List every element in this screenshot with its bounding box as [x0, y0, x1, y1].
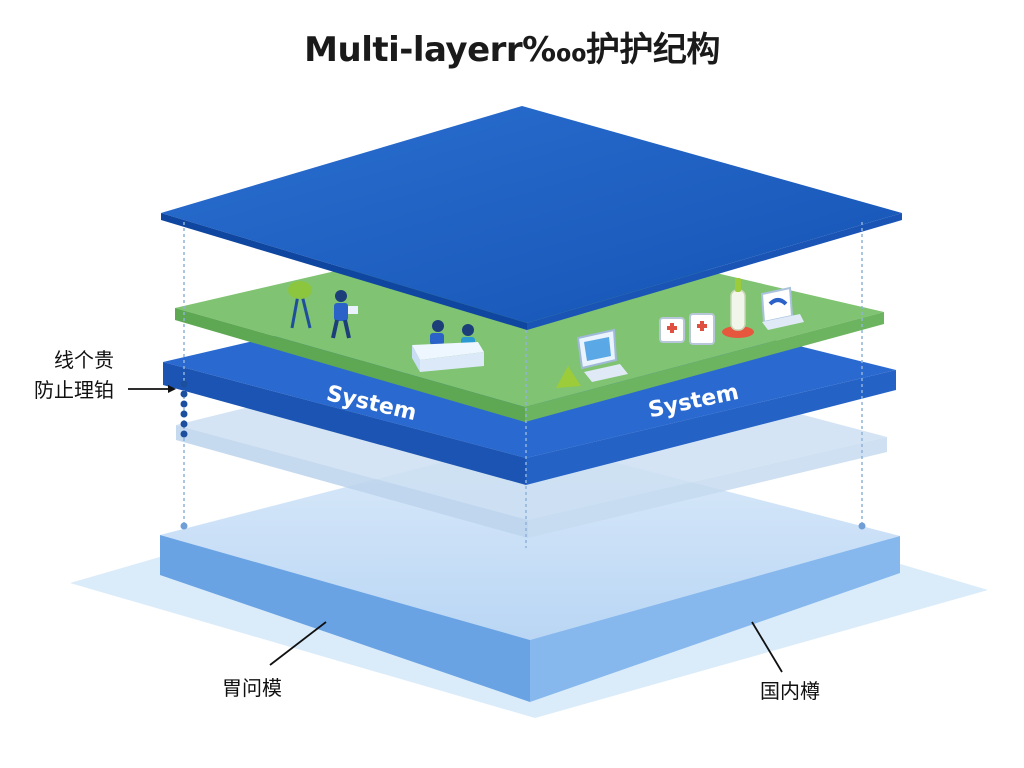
connector-dot: [180, 522, 188, 530]
bottle-icon: [722, 278, 754, 338]
callout-bottom-right: 国内樽: [760, 679, 820, 703]
people-at-desk-icon: [412, 320, 484, 372]
callout-left-line-2: 防止理铂: [34, 378, 114, 402]
leader-bottom-left: [269, 621, 327, 666]
tree-icon: [288, 281, 312, 329]
dashed-connectors: [183, 222, 863, 548]
monitor-icon: [760, 286, 804, 330]
person-icon: [331, 290, 358, 339]
callout-arrow-left: [128, 385, 176, 393]
callout-bottom-left: 胃问模: [222, 676, 282, 700]
leader-bottom-right: [751, 621, 783, 673]
callout-left: 线个贵 防止理铂: [18, 345, 114, 405]
connector-dot: [858, 522, 866, 530]
top-plate: [161, 106, 902, 330]
callout-left-line-1: 线个贵: [54, 348, 114, 372]
bead-column: [180, 380, 188, 438]
medical-kit-icon: [659, 313, 715, 345]
cone-icon: [556, 366, 581, 388]
computer-icon: [576, 328, 628, 382]
diagram-title: Multi-layerr‱护护纪构: [304, 30, 720, 70]
